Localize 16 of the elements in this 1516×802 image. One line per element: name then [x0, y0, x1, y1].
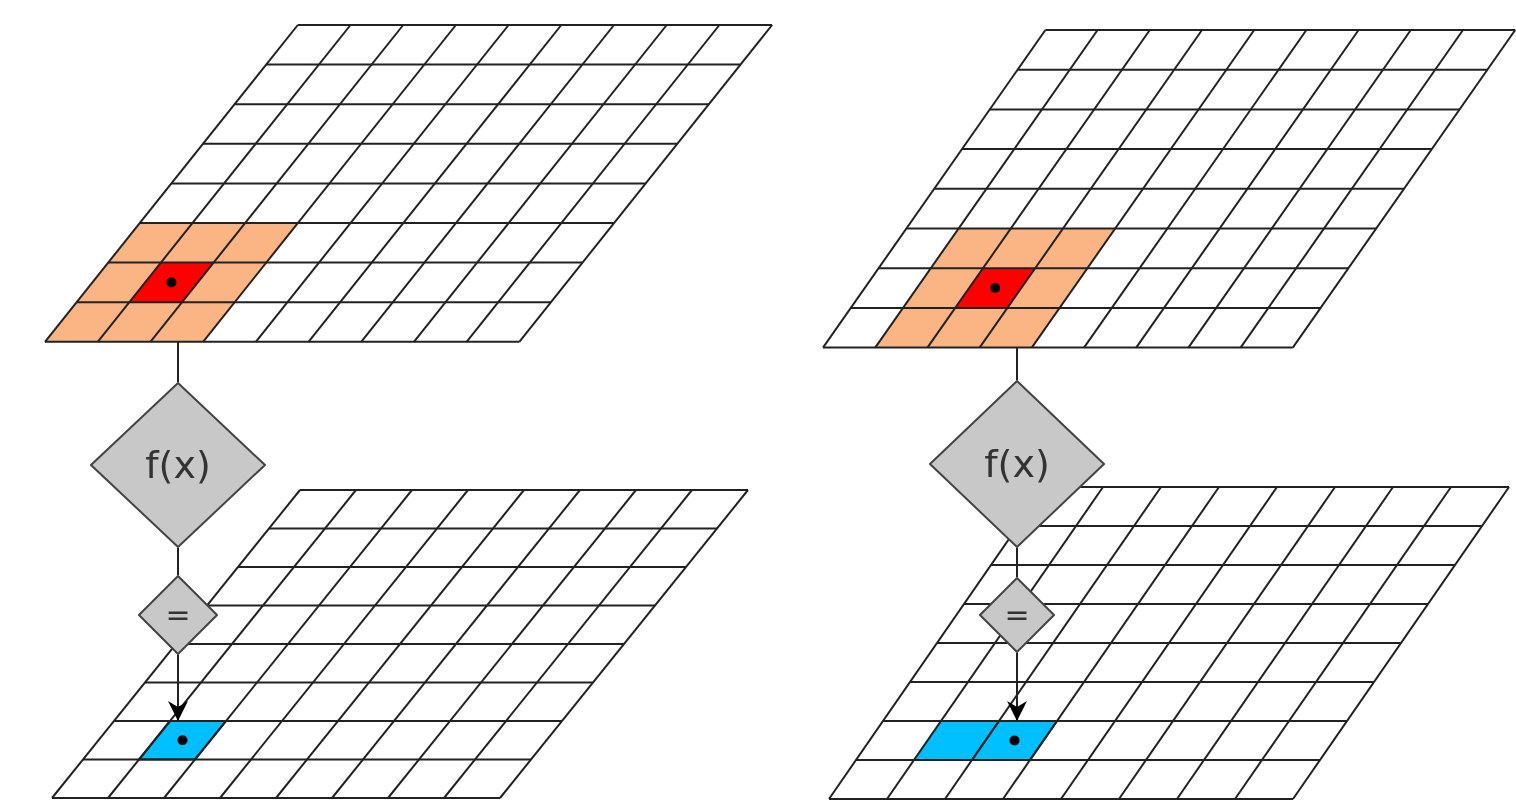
diamond-label: =: [164, 600, 192, 630]
connector-line: [177, 340, 179, 383]
decision-diamond: [929, 380, 1105, 548]
grid-drawing: [50, 488, 750, 800]
diamond-label: f(x): [144, 446, 212, 484]
grid-drawing: [820, 28, 1516, 350]
grid-drawing: [43, 23, 775, 344]
grid-drawing: [827, 485, 1511, 801]
connector-line: [1016, 547, 1018, 578]
diamond-label: f(x): [983, 445, 1051, 483]
decision-diamond: [90, 382, 266, 548]
arrow: [1007, 652, 1027, 722]
arrow: [168, 654, 188, 722]
connector-line: [1016, 346, 1018, 381]
diamond-label: =: [1003, 600, 1031, 630]
connector-line: [177, 547, 179, 576]
